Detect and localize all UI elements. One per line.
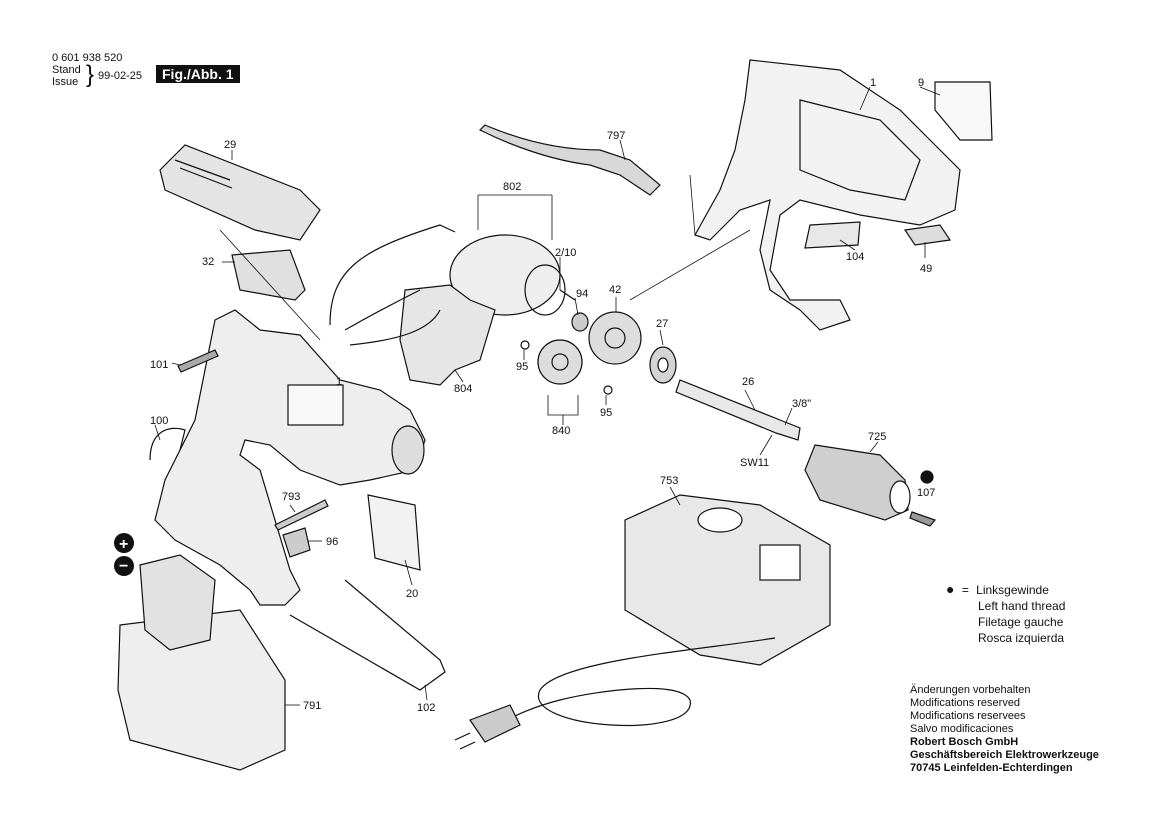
label-96: 96 [326, 536, 338, 548]
footer-line-1: Änderungen vorbehalten [910, 684, 1031, 696]
label-sw11: SW11 [740, 457, 769, 469]
minus-symbol-bg [114, 556, 134, 576]
battery-cover [159, 144, 321, 241]
plus-symbol: + [119, 536, 128, 553]
bit-clip [282, 527, 311, 558]
legend-line-3: Filetage gauche [978, 615, 1064, 629]
ball-95b [603, 385, 613, 395]
figure-label: Fig./Abb. 1 [156, 65, 240, 83]
clip [903, 224, 952, 246]
brace: } [86, 61, 95, 88]
label-793: 793 [282, 491, 300, 503]
housing-half-left [154, 309, 426, 606]
label-1b: 1 [336, 376, 342, 388]
label-101: 101 [150, 359, 168, 371]
label-107: 107 [917, 487, 935, 499]
switch-unit [399, 284, 496, 386]
label-840: 840 [552, 425, 570, 437]
label-plate [934, 81, 993, 141]
label-32: 32 [202, 256, 214, 268]
label-3-8: 3/8" [792, 398, 811, 410]
footer-company: Robert Bosch GmbH [910, 736, 1019, 748]
label-94: 94 [576, 288, 588, 300]
left-thread-dot [920, 470, 934, 484]
footer: Änderungen vorbehalten Modifications res… [910, 684, 1099, 775]
footer-address: 70745 Leinfelden-Echterdingen [910, 762, 1073, 774]
bit [274, 499, 329, 531]
label-102: 102 [417, 702, 435, 714]
legend-line-2: Left hand thread [978, 599, 1066, 613]
footer-line-2: Modifications reserved [910, 697, 1021, 709]
legend-line-1: Linksgewinde [976, 583, 1049, 597]
battery-pack [117, 609, 286, 771]
label-9: 9 [918, 77, 924, 89]
screw-101 [177, 349, 219, 373]
label-49: 49 [920, 263, 932, 275]
part-number: 0 601 938 520 [52, 52, 123, 64]
label-20: 20 [406, 588, 418, 600]
chuck [804, 444, 909, 521]
footer-line-4: Salvo modificaciones [910, 723, 1014, 735]
label-42: 42 [609, 284, 621, 296]
label-100: 100 [150, 415, 168, 427]
ball-95a [520, 340, 530, 350]
label-753: 753 [660, 475, 678, 487]
lanyard [149, 427, 186, 461]
gear-840 [537, 339, 583, 385]
footer-line-3: Modifications reservees [910, 710, 1026, 722]
label-791: 791 [303, 700, 321, 712]
label-2-10: 2/10 [555, 247, 576, 259]
label-797: 797 [607, 130, 625, 142]
label-804: 804 [454, 383, 472, 395]
battery-contact [231, 249, 306, 301]
switch-plate [804, 221, 861, 249]
label-27: 27 [656, 318, 668, 330]
charger [624, 494, 831, 666]
power-cord [484, 637, 776, 731]
label-1a: 1 [870, 77, 876, 89]
footer-division: Geschäftsbereich Elektrowerkzeuge [910, 749, 1099, 761]
plug [469, 704, 521, 743]
label-29: 29 [224, 139, 236, 151]
spindle [675, 379, 801, 441]
issue-label: Issue [52, 76, 79, 88]
gear-42 [588, 311, 642, 365]
label-802: 802 [503, 181, 521, 193]
minus-symbol: − [119, 558, 128, 575]
legend-marker: ● [946, 581, 955, 597]
legend: ● = Linksgewinde Left hand thread Fileta… [946, 581, 1065, 646]
screw-107 [909, 511, 937, 527]
side-plate [367, 494, 421, 571]
bearing-94 [571, 312, 589, 332]
label-104: 104 [846, 251, 864, 263]
legend-eq: = [961, 583, 969, 597]
belt-hook [289, 579, 446, 691]
plus-symbol-bg [114, 533, 134, 553]
legend-line-4: Rosca izquierda [978, 631, 1065, 645]
hand-strap [478, 124, 661, 196]
housing-half-right [694, 59, 961, 331]
label-95b: 95 [600, 407, 612, 419]
label-725: 725 [868, 431, 886, 443]
label-26: 26 [742, 376, 754, 388]
issue-date: 99-02-25 [98, 70, 143, 82]
stand-label: Stand [52, 64, 81, 76]
label-95a: 95 [516, 361, 528, 373]
